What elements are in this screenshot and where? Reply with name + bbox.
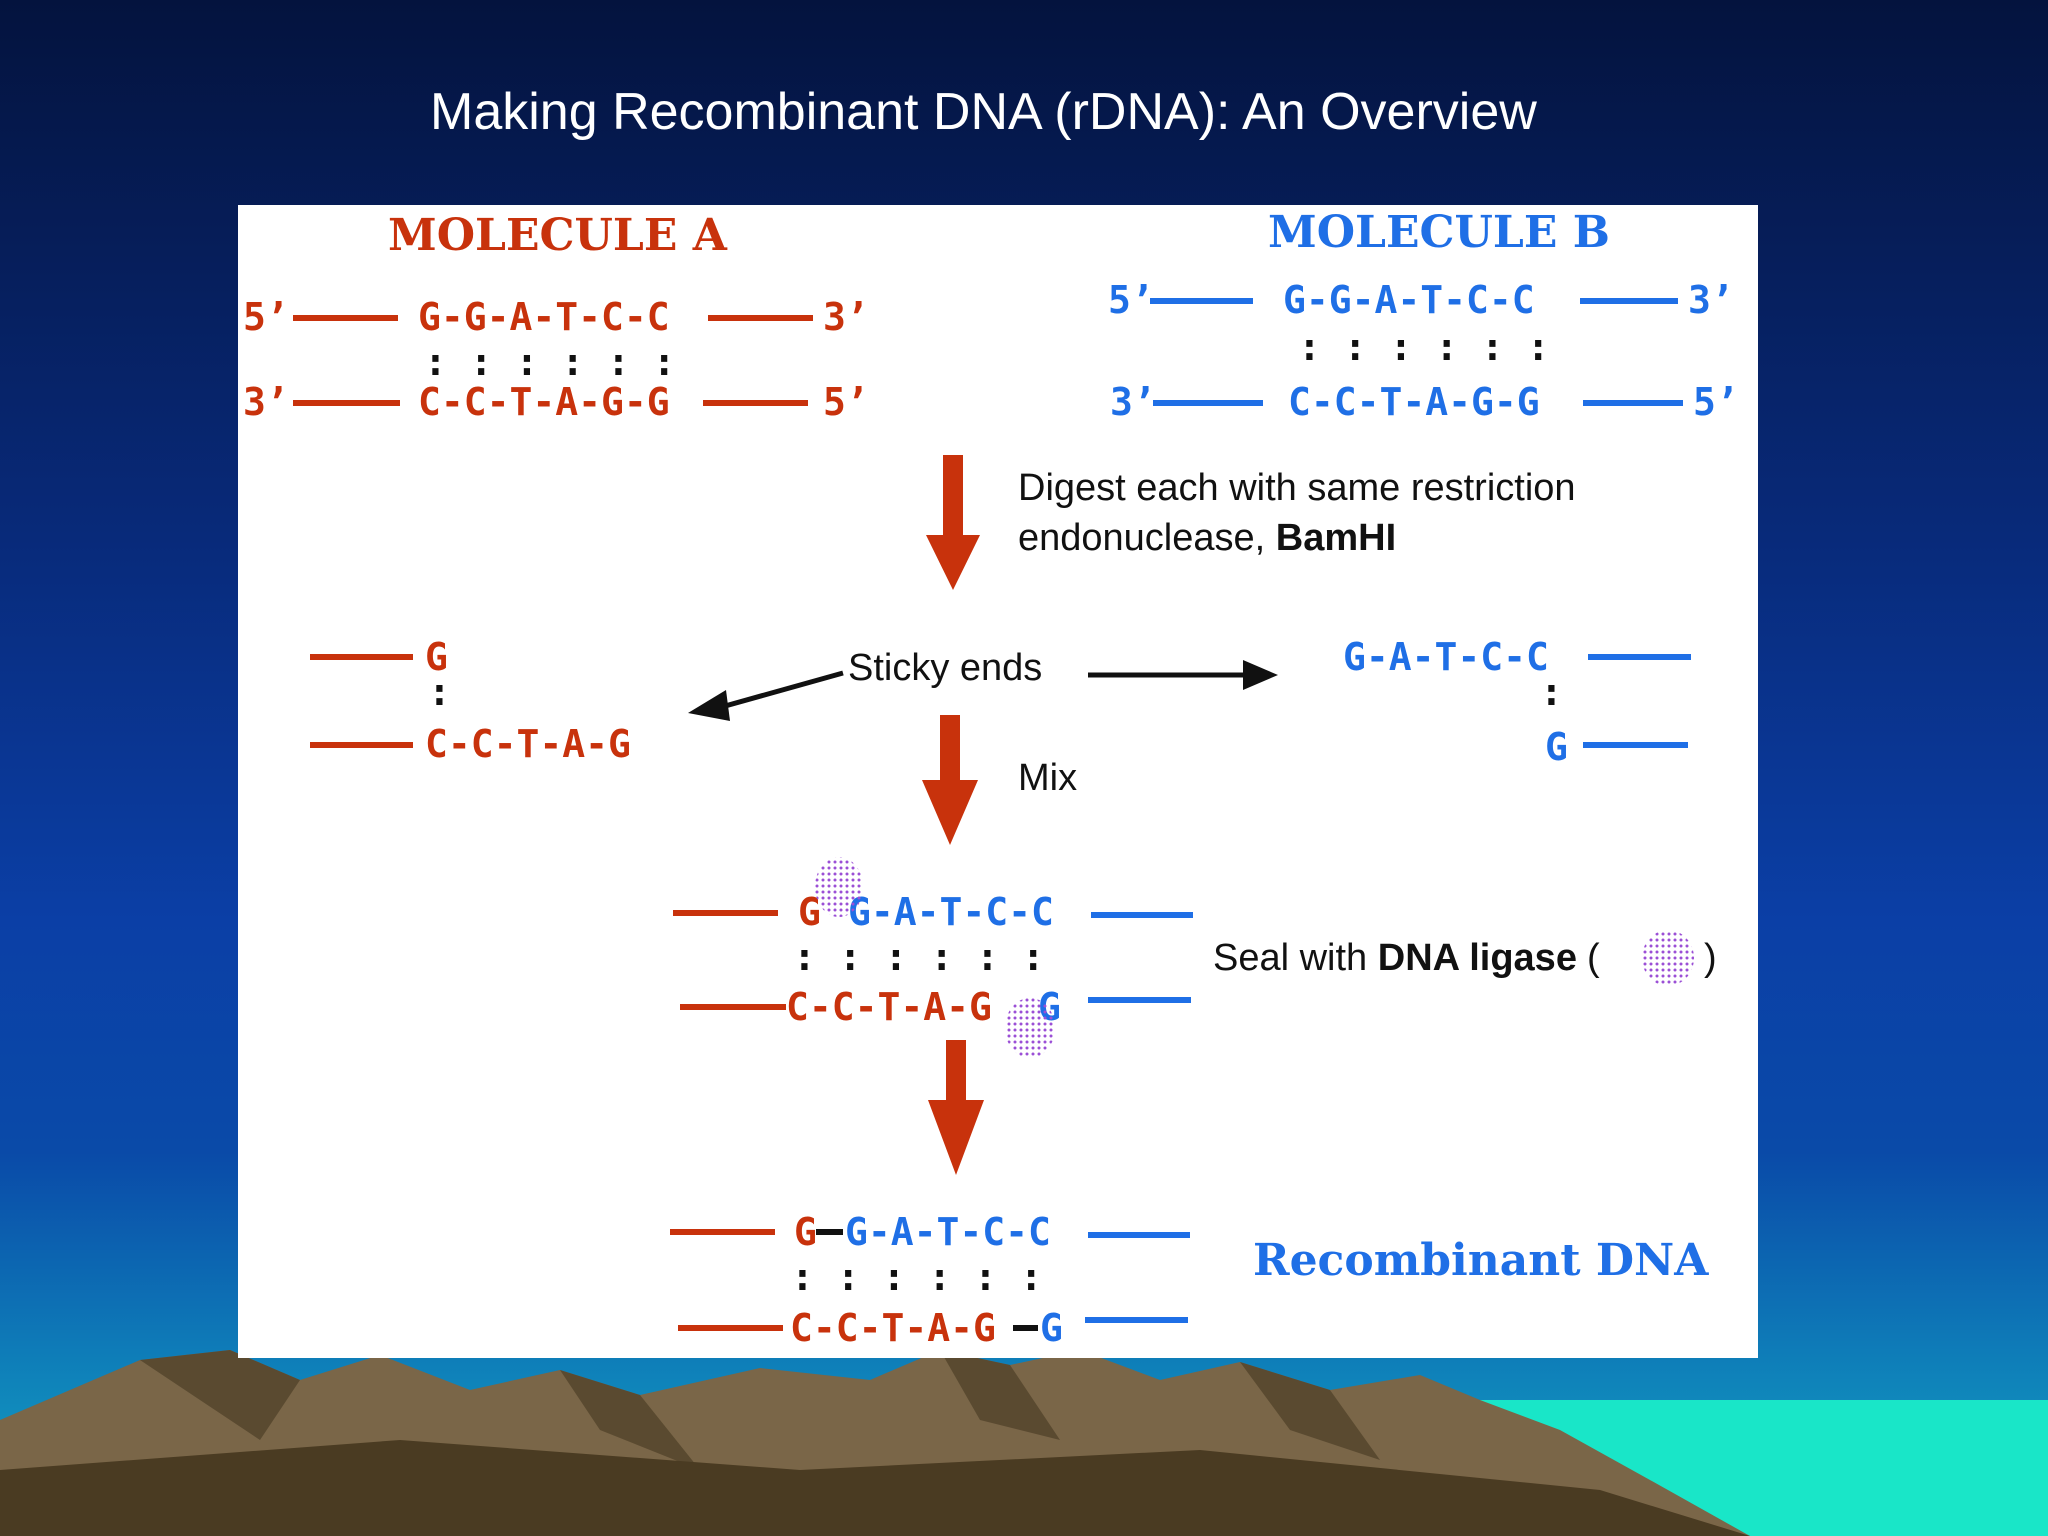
molecule-b-bottom-3prime: 3’ [1110,380,1156,424]
molecule-b-top-3prime: 3’ [1688,278,1734,322]
molecule-b-bottom-seq: C-C-T-A-G-G [1288,380,1540,424]
rdna-diagram: MOLECULE A 5’ G-G-A-T-C-C 3’ : : : : : :… [243,207,1739,1350]
ligase-legend-icon [1642,930,1694,986]
molecule-a-top-3prime: 3’ [823,295,869,339]
recombinant-dna-label: Recombinant DNA [1253,1235,1709,1286]
seal-close-paren: ) [1704,937,1717,979]
mix-base-pairs: : : : : : : [793,935,1045,979]
sticky-a-top: G [425,635,448,679]
seal-prefix: Seal with [1213,937,1378,979]
rec-top-blue: G-A-T-C-C [845,1210,1051,1254]
molecule-a-bottom-3prime: 3’ [243,380,289,424]
molecule-b-title: MOLECULE B [1268,207,1610,258]
sticky-b-pair: : [1540,670,1563,714]
molecule-b-top-seq: G-G-A-T-C-C [1283,278,1535,322]
sticky-left-arrow-shaft [717,670,844,711]
ligase-icon-top [815,857,863,917]
sticky-right-arrowhead [1243,660,1278,690]
rec-bottom-blue: G [1040,1306,1063,1350]
digest-label-line1: Digest each with same restriction [1018,467,1576,509]
molecule-b-bottom-5prime: 5’ [1693,380,1739,424]
molecule-a-bottom-seq: C-C-T-A-G-G [418,380,670,424]
mix-arrow [922,715,978,845]
seal-open-paren: ( [1587,937,1600,979]
molecule-b-base-pairs: : : : : : : [1298,325,1550,369]
molecule-a-title: MOLECULE A [388,210,728,261]
mix-bottom-red: C-C-T-A-G [786,985,992,1029]
digest-arrow [926,455,980,590]
sticky-left-arrowhead [688,690,730,721]
digest-label-line2: endonuclease, BamHI [1018,517,1396,559]
sticky-b-top: G-A-T-C-C [1343,635,1549,679]
molecule-a-top-seq: G-G-A-T-C-C [418,295,670,339]
sticky-a-bottom: C-C-T-A-G [425,722,631,766]
digest-label-prefix: endonuclease, [1018,517,1276,559]
sticky-ends-label: Sticky ends [848,647,1042,689]
molecule-a-bottom-5prime: 5’ [823,380,869,424]
enzyme-name: BamHI [1276,517,1396,559]
molecule-a-top-5prime: 5’ [243,295,289,339]
molecule-a-base-pairs: : : : : : : [424,340,676,384]
sticky-a-pair: : [428,670,451,714]
sticky-b-bottom: G [1545,725,1568,769]
rec-top-red: G [794,1210,817,1254]
rec-base-pairs: : : : : : : [791,1255,1043,1299]
mix-label: Mix [1018,757,1077,799]
rec-bottom-red: C-C-T-A-G [790,1306,996,1350]
molecule-b-top-5prime: 5’ [1108,278,1154,322]
mix-top-blue: G-A-T-C-C [848,890,1054,934]
seal-label: Seal with DNA ligase( [1213,937,1600,979]
seal-arrow [928,1040,984,1175]
mix-top-red: G [798,890,821,934]
rdna-diagram-panel: MOLECULE A 5’ G-G-A-T-C-C 3’ : : : : : :… [238,205,1758,1358]
seal-enzyme: DNA ligase [1378,937,1577,979]
ligase-icon-bottom [1005,998,1055,1058]
slide-title: Making Recombinant DNA (rDNA): An Overvi… [430,83,1537,141]
